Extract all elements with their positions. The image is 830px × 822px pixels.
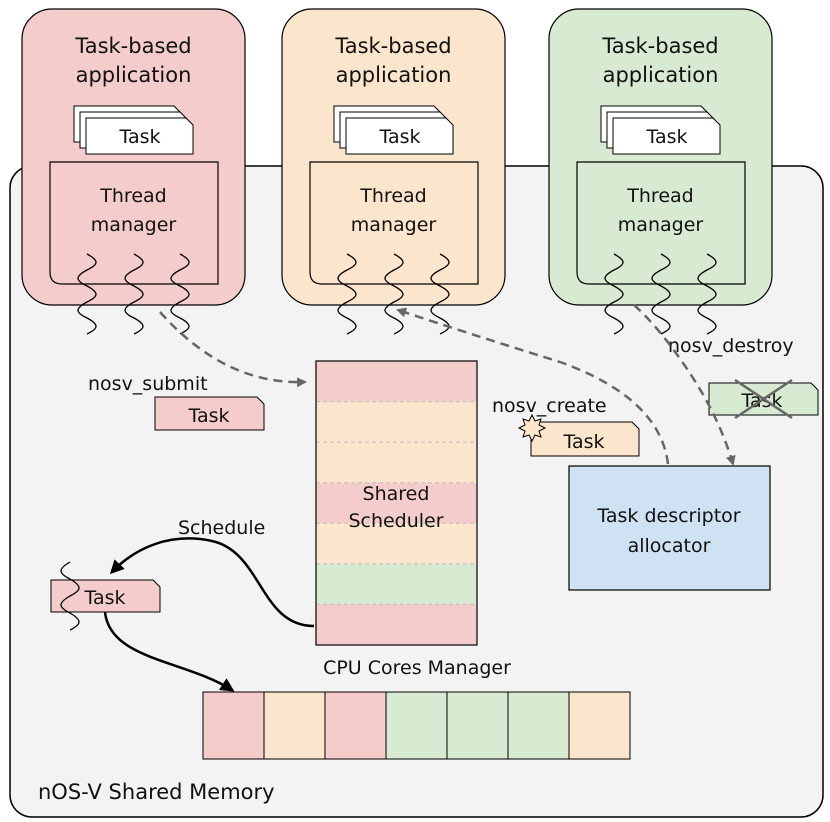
nosv-destroy-label: nosv_destroy — [668, 335, 794, 357]
application-title-line2: application — [336, 63, 452, 87]
nosv-submit-label: nosv_submit — [88, 373, 208, 395]
application-title-line2: application — [603, 63, 719, 87]
application-title-line1: Task-based — [334, 34, 451, 58]
cpu-core-3 — [324, 691, 387, 760]
schedule-arrow — [109, 537, 315, 628]
nosv-create-label: nosv_create — [492, 395, 607, 417]
cpu-core-4 — [385, 691, 448, 760]
scheduler-slot — [316, 563, 477, 605]
application-task-label: Task — [645, 126, 687, 148]
scheduled-task-label: Task — [83, 587, 125, 609]
thread-manager-box — [49, 161, 219, 285]
worker-thread-icon — [430, 253, 450, 335]
scheduler-slot — [316, 442, 477, 483]
scheduler-slot — [316, 604, 477, 645]
schedule-label: Schedule — [178, 517, 265, 539]
task-card — [612, 117, 721, 155]
submit-task-card — [154, 396, 265, 431]
create-arrow — [396, 307, 670, 465]
thread-manager-box — [309, 161, 479, 285]
worker-thread-icon — [604, 253, 624, 335]
create-task-card — [530, 421, 640, 457]
thread-manager-box — [576, 161, 746, 285]
create-star-icon — [517, 413, 547, 443]
worker-thread-icon — [124, 253, 144, 335]
scheduler-slot — [316, 482, 477, 524]
thread-manager-line1: Thread — [626, 185, 693, 207]
application-title-line2: application — [76, 63, 192, 87]
scheduler-label-line2: Scheduler — [348, 510, 443, 532]
scheduled-thread-icon — [60, 561, 80, 631]
worker-thread-icon — [77, 253, 97, 335]
thread-manager-line2: manager — [91, 214, 177, 236]
worker-thread-icon — [651, 253, 671, 335]
create-task-label: Task — [562, 431, 604, 453]
worker-thread-icon — [697, 253, 717, 335]
thread-manager-line1: Thread — [359, 185, 426, 207]
worker-thread-icon — [337, 253, 357, 335]
application-task-label: Task — [378, 126, 420, 148]
dispatch-arrow — [103, 611, 235, 692]
scheduled-task-card — [50, 579, 161, 613]
task-card — [345, 117, 454, 155]
application-title-line1: Task-based — [74, 34, 191, 58]
cpu-core-2 — [263, 691, 326, 760]
destroy-arrow — [633, 304, 736, 466]
shared-scheduler — [315, 360, 478, 646]
cpu-core-6 — [507, 691, 570, 760]
allocator-label-line2: allocator — [628, 535, 711, 557]
cpu-core-1 — [202, 691, 265, 760]
shared-memory-label: nOS-V Shared Memory — [38, 780, 275, 804]
cpu-manager-label: CPU Cores Manager — [323, 657, 511, 679]
application-title-line1: Task-based — [601, 34, 718, 58]
submit-arrow — [159, 311, 307, 388]
submit-task-label: Task — [187, 405, 229, 427]
cpu-core-7 — [568, 691, 631, 760]
task-card — [85, 117, 194, 155]
scheduler-label-line1: Shared — [363, 483, 430, 505]
cpu-cores — [202, 691, 631, 760]
scheduler-slot — [316, 523, 477, 564]
worker-thread-icon — [384, 253, 404, 335]
thread-manager-line1: Thread — [99, 185, 166, 207]
thread-manager-line2: manager — [618, 214, 704, 236]
allocator-label-line1: Task descriptor — [596, 505, 740, 527]
worker-thread-icon — [170, 253, 190, 335]
destroy-cross-icon-line2 — [734, 378, 793, 420]
thread-manager-line2: manager — [351, 214, 437, 236]
application-task-label: Task — [118, 126, 160, 148]
scheduler-slot — [316, 361, 477, 402]
task-descriptor-allocator — [568, 465, 771, 591]
scheduler-slot — [316, 401, 477, 443]
cpu-core-5 — [446, 691, 509, 760]
scheduler-border — [315, 360, 478, 646]
